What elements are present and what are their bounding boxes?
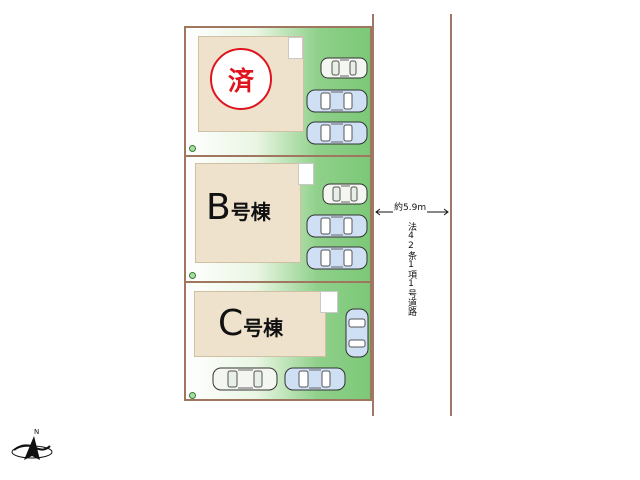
car-icon <box>306 121 368 145</box>
car-icon <box>345 308 369 358</box>
building-c <box>194 291 326 357</box>
building-b-letter: B <box>206 187 231 228</box>
road-edge-left <box>372 14 374 416</box>
car-icon <box>306 214 368 238</box>
tree-icon <box>189 272 196 279</box>
building-a-entrance <box>288 37 303 59</box>
tree-icon <box>189 145 196 152</box>
car-icon <box>306 246 368 270</box>
car-icon <box>322 183 368 205</box>
building-c-entrance <box>320 291 338 313</box>
building-b <box>195 163 301 263</box>
building-b-entrance <box>298 163 314 185</box>
car-icon <box>212 367 278 391</box>
building-c-suffix: 号棟 <box>243 316 284 340</box>
sold-stamp-text: 済 <box>227 66 254 97</box>
north-arrow-icon <box>11 436 53 460</box>
building-c-label: C号棟 <box>218 303 283 344</box>
building-c-letter: C <box>218 303 244 344</box>
road-edge-right <box>450 14 452 416</box>
tree-icon <box>189 392 196 399</box>
building-b-suffix: 号棟 <box>230 200 271 224</box>
car-icon <box>284 367 346 391</box>
road-type-text: 法42条1項1号道路 <box>406 222 416 316</box>
road-type-label: 法42条1項1号道路 <box>404 222 418 319</box>
road-width-label: 約5.9m <box>393 200 428 213</box>
sold-stamp: 済 <box>210 48 272 110</box>
car-icon <box>306 89 368 113</box>
car-icon <box>320 57 368 79</box>
north-label: N <box>34 428 40 436</box>
building-b-label: B号棟 <box>206 187 271 228</box>
